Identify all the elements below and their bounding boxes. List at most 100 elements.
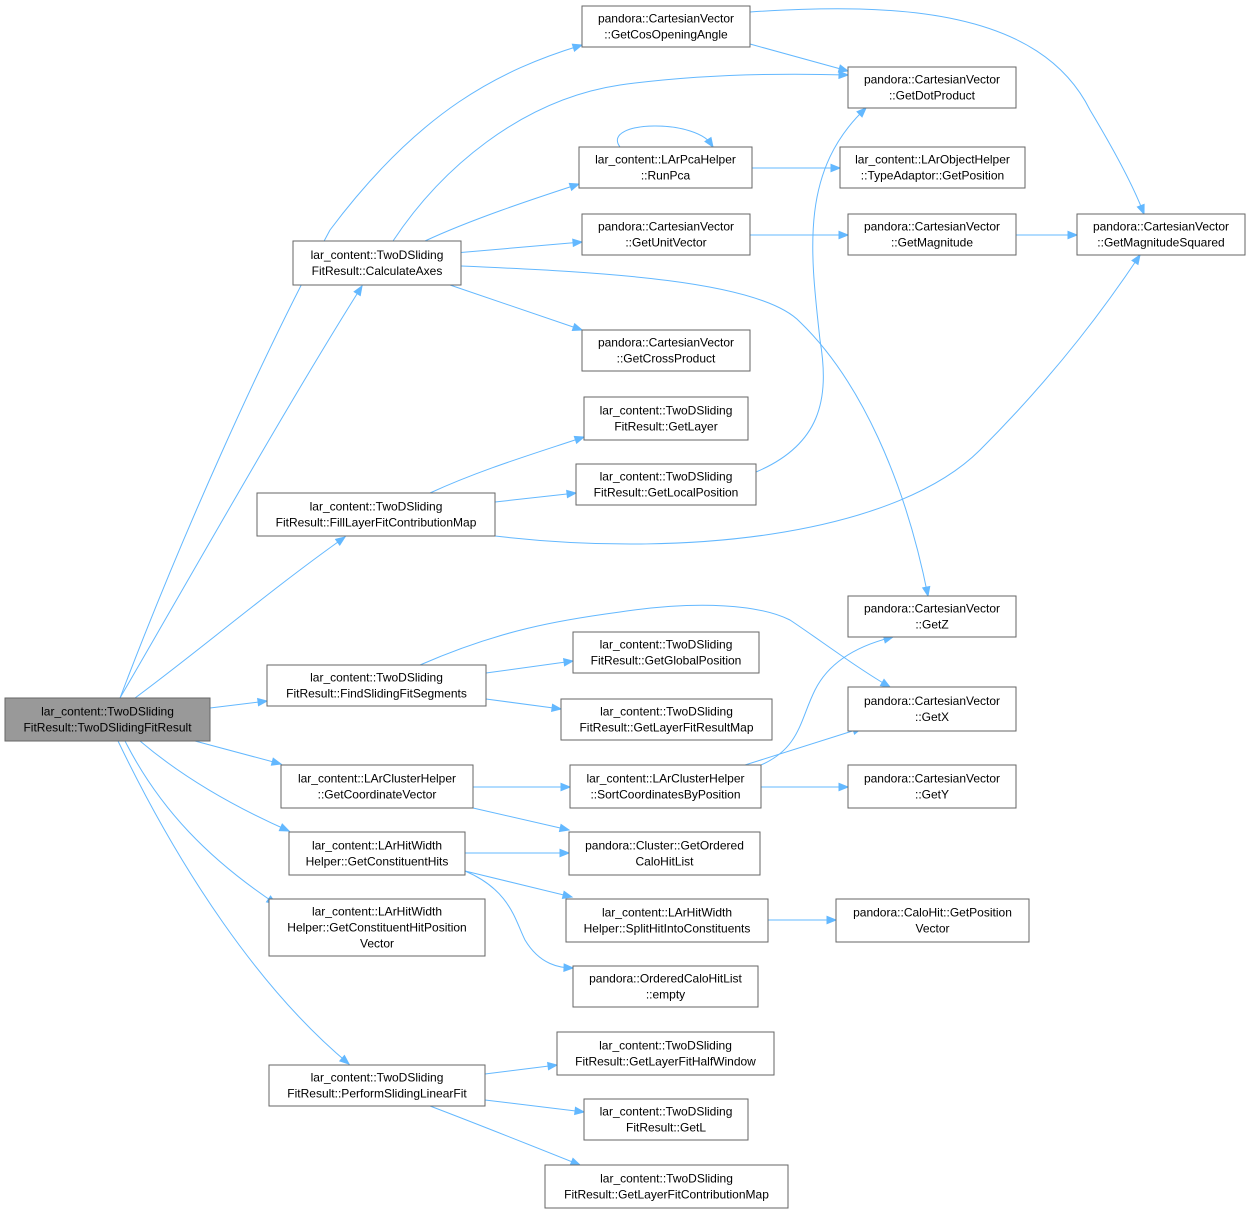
node-label-line: CaloHitList [635, 855, 694, 869]
edge-line [494, 492, 577, 503]
node-runPca[interactable]: lar_content::LArPcaHelper::RunPca [578, 146, 753, 189]
edges-layer [117, 8, 1145, 1166]
edge-getCosOpeningAngle-to-getMagnitudeSquared [749, 8, 1145, 216]
node-getMagnitude[interactable]: pandora::CartesianVector::GetMagnitude [847, 213, 1017, 256]
node-getConstituentHitPositionVector[interactable]: lar_content::LArHitWidthHelper::GetConst… [268, 898, 486, 957]
node-label-line: lar_content::LArHitWidth [312, 839, 442, 853]
node-getLayerFitResultMap[interactable]: lar_content::TwoDSlidingFitResult::GetLa… [560, 698, 773, 741]
node-fillLayerFitContributionMap[interactable]: lar_content::TwoDSlidingFitResult::FillL… [256, 492, 496, 537]
node-box [556, 1031, 775, 1076]
arrowhead [574, 1106, 586, 1116]
node-getLocalPosition[interactable]: lar_content::TwoDSlidingFitResult::GetLo… [575, 463, 757, 506]
node-label-line: lar_content::TwoDSliding [600, 470, 733, 484]
node-label-line: lar_content::TwoDSliding [600, 1105, 733, 1119]
edge-root-to-getConstituentHits [139, 740, 291, 832]
node-getUnitVector[interactable]: pandora::CartesianVector::GetUnitVector [581, 213, 751, 256]
edge-line [419, 604, 891, 688]
nodes-layer: lar_content::TwoDSlidingFitResult::TwoDS… [4, 5, 1246, 1209]
node-label-line: lar_content::TwoDSliding [311, 248, 444, 262]
edge-line [616, 125, 714, 148]
edge-runPca-to-runPca [616, 125, 714, 149]
node-getX[interactable]: pandora::CartesianVector::GetX [847, 686, 1017, 732]
node-getLayerFitContributionMap[interactable]: lar_content::TwoDSlidingFitResult::GetLa… [544, 1164, 789, 1209]
node-findSlidingFitSegments[interactable]: lar_content::TwoDSlidingFitResult::FindS… [266, 664, 487, 707]
node-label-line: pandora::CartesianVector [864, 602, 1000, 616]
edge-performSlidingLinearFit-to-getLayerFitHalfWindow [484, 1061, 559, 1075]
node-root[interactable]: lar_content::TwoDSlidingFitResult::TwoDS… [4, 697, 211, 742]
edge-findSlidingFitSegments-to-getX [419, 604, 892, 688]
edge-getCoordinateVector-to-getOrderedCaloHitList [472, 807, 571, 833]
node-performSlidingLinearFit[interactable]: lar_content::TwoDSlidingFitResult::Perfo… [268, 1064, 486, 1107]
node-getCosOpeningAngle[interactable]: pandora::CartesianVector::GetCosOpeningA… [581, 5, 751, 48]
node-getY[interactable]: pandora::CartesianVector::GetY [847, 764, 1017, 809]
node-box [268, 1064, 486, 1107]
edge-line [134, 536, 346, 699]
node-getCrossProduct[interactable]: pandora::CartesianVector::GetCrossProduc… [581, 329, 751, 372]
node-label-line: lar_content::LArHitWidth [312, 905, 442, 919]
node-label-line: pandora::CartesianVector [598, 12, 734, 26]
node-getZ[interactable]: pandora::CartesianVector::GetZ [847, 595, 1017, 638]
node-sortCoordinatesByPosition[interactable]: lar_content::LArClusterHelper::SortCoord… [569, 764, 762, 809]
node-getConstituentHits[interactable]: lar_content::LArHitWidthHelper::GetConst… [288, 831, 466, 876]
edge-root-to-getConstituentHitPositionVector [124, 740, 278, 905]
node-label-line: Vector [915, 922, 949, 936]
arrowhead [826, 915, 838, 925]
node-getLayerFitHalfWindow[interactable]: lar_content::TwoDSlidingFitResult::GetLa… [556, 1031, 775, 1076]
node-label-line: pandora::CartesianVector [1093, 220, 1229, 234]
node-box [288, 831, 466, 876]
node-box [572, 631, 760, 674]
node-label-line: lar_content::TwoDSliding [310, 500, 443, 514]
edge-calculateAxes-to-getDotProduct [392, 70, 850, 242]
node-label-line: ::GetCrossProduct [617, 352, 716, 366]
arrowhead [562, 658, 575, 667]
node-orderedCaloHitListEmpty[interactable]: pandora::OrderedCaloHitList::empty [572, 965, 759, 1008]
node-calculateAxes[interactable]: lar_content::TwoDSlidingFitResult::Calcu… [292, 240, 462, 286]
node-label-line: lar_content::TwoDSliding [600, 638, 733, 652]
node-label-line: ::GetMagnitudeSquared [1097, 236, 1224, 250]
node-getGlobalPosition[interactable]: lar_content::TwoDSlidingFitResult::GetGl… [572, 631, 760, 674]
node-box [568, 831, 761, 876]
node-label-line: lar_content::TwoDSliding [599, 1039, 732, 1053]
edge-line [449, 284, 583, 331]
edge-line [124, 740, 277, 905]
arrowhead [334, 536, 347, 547]
node-label-line: FitResult::FillLayerFitContributionMap [276, 516, 477, 530]
edge-root-to-fillLayerFitContributionMap [134, 536, 347, 699]
node-label-line: lar_content::TwoDSliding [600, 705, 733, 719]
arrowhead [704, 136, 714, 149]
arrowhead [558, 823, 571, 833]
edge-root-to-getCoordinateVector [194, 740, 283, 766]
arrowhead [1136, 203, 1145, 216]
node-label-line: lar_content::LArClusterHelper [586, 772, 744, 786]
edge-line [472, 807, 570, 831]
edge-line [460, 265, 929, 597]
node-box [581, 213, 751, 256]
node-label-line: ::GetUnitVector [625, 236, 706, 250]
node-label-line: ::GetCoordinateVector [318, 788, 437, 802]
node-label-line: FitResult::GetLayer [614, 420, 717, 434]
edge-fillLayerFitContributionMap-to-getLayer [429, 435, 586, 494]
edge-sortCoordinatesByPosition-to-getY [761, 782, 850, 792]
node-getL[interactable]: lar_content::TwoDSlidingFitResult::GetL [583, 1098, 749, 1141]
node-box [4, 697, 211, 742]
node-label-line: lar_content::LArHitWidth [602, 906, 732, 920]
node-box [583, 1098, 749, 1141]
node-label-line: lar_content::LArClusterHelper [298, 772, 456, 786]
arrowhead [1131, 253, 1141, 266]
node-getCoordinateVector[interactable]: lar_content::LArClusterHelper::GetCoordi… [280, 764, 474, 809]
node-label-line: ::RunPca [641, 169, 691, 183]
node-label-line: Helper::GetConstituentHits [306, 855, 449, 869]
node-box [280, 764, 474, 809]
edge-line [464, 870, 574, 969]
node-label-line: ::GetCosOpeningAngle [604, 28, 728, 42]
node-splitHitIntoConstituents[interactable]: lar_content::LArHitWidthHelper::SplitHit… [565, 898, 769, 943]
node-typeAdaptorGetPosition[interactable]: lar_content::LArObjectHelper::TypeAdapto… [839, 146, 1026, 189]
node-getMagnitudeSquared[interactable]: pandora::CartesianVector::GetMagnitudeSq… [1076, 213, 1246, 256]
node-getLayer[interactable]: lar_content::TwoDSlidingFitResult::GetLa… [583, 396, 749, 441]
edge-getLocalPosition-to-getDotProduct [755, 107, 867, 473]
arrowhead [278, 823, 291, 832]
node-getDotProduct[interactable]: pandora::CartesianVector::GetDotProduct [847, 66, 1017, 109]
arrowhead [559, 848, 571, 858]
